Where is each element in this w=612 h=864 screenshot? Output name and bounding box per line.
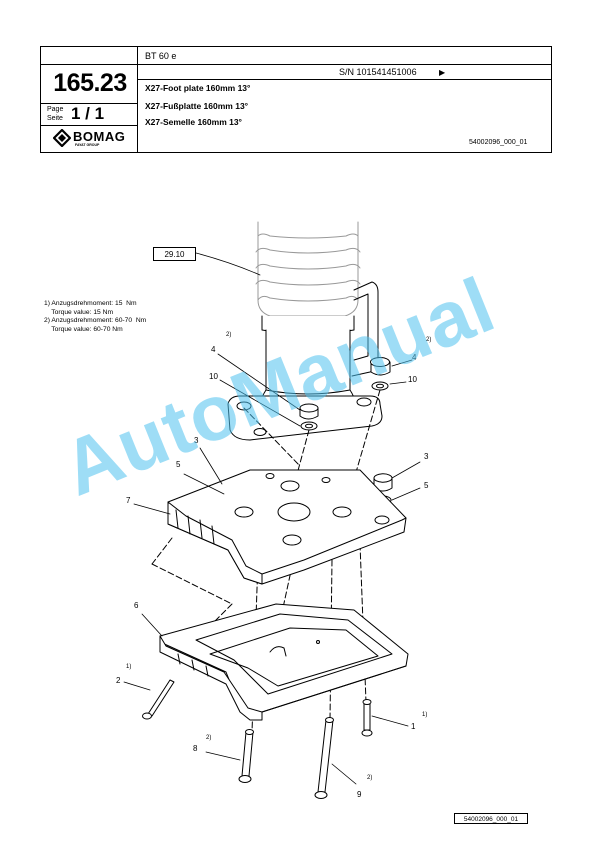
callout-1: 1 [411, 722, 416, 731]
note-line: 1) Anzugsdrehmoment: 15 Nm [44, 300, 137, 307]
page-count: 1 / 1 [71, 104, 105, 123]
note-line: Torque value: 60-70 Nm [44, 325, 123, 333]
arrow-right-icon: ▶ [439, 68, 446, 77]
base-plate-lower [159, 603, 409, 721]
callout-1-note: 1) [422, 712, 428, 718]
callout-4-right-note: 2) [426, 337, 432, 343]
bellows-housing [255, 221, 379, 405]
leader-lines [123, 252, 421, 785]
bolt-part-2 [142, 679, 175, 720]
callout-4-right: 4 [412, 353, 417, 362]
callout-4-left: 4 [211, 345, 216, 354]
bolt-part-1 [361, 699, 373, 737]
base-plate-upper [167, 469, 407, 585]
machine-model: BT 60 e [145, 51, 177, 61]
page-label-de: Seite [47, 115, 63, 122]
callout-9: 9 [357, 790, 362, 799]
note-line: 2) Anzugsdrehmoment: 60-70 Nm [44, 317, 147, 324]
page-info-panel: 165.23 Page Seite 1 / 1 BOMAG FAYAT GROU… [41, 47, 138, 152]
bolt-part-9 [314, 717, 334, 799]
divider [137, 64, 551, 65]
divider [41, 125, 137, 126]
brand-name: BOMAG [73, 129, 126, 144]
reference-box-29-10: 29.10 [153, 247, 196, 261]
document-number: 54002096_000_01 [469, 139, 528, 146]
serial-number: S/N 101541451006 [339, 67, 417, 77]
bolt-part-8 [238, 729, 254, 783]
footer-reference-box: 54002096_000_01 [454, 813, 528, 824]
callout-8: 8 [193, 744, 198, 753]
divider [41, 103, 137, 104]
title-french: X27-Semelle 160mm 13° [145, 117, 242, 127]
callout-8-note: 2) [206, 735, 212, 741]
header-block: 165.23 Page Seite 1 / 1 BOMAG FAYAT GROU… [40, 46, 552, 153]
callout-7: 7 [126, 496, 131, 505]
bomag-diamond-icon [53, 129, 71, 147]
callout-5-right: 5 [424, 481, 429, 490]
callout-2-note: 1) [126, 664, 132, 670]
title-english: X27-Foot plate 160mm 13° [145, 83, 251, 93]
callout-2: 2 [116, 676, 121, 685]
page-label-en: Page [47, 106, 64, 113]
callout-3-right: 3 [424, 452, 429, 461]
torque-notes: 1) Anzugsdrehmoment: 15 Nm Torque value:… [44, 300, 146, 334]
callout-5-left: 5 [176, 460, 181, 469]
nut-and-washer-top-left [299, 403, 319, 431]
callout-3-left: 3 [194, 436, 199, 445]
callout-6: 6 [134, 601, 139, 610]
callout-4-left-note: 2) [226, 332, 232, 338]
nut-and-washer-top-right [370, 357, 391, 391]
bomag-logo: BOMAG FAYAT GROUP [53, 129, 133, 149]
callout-9-note: 2) [367, 775, 373, 781]
page-number: 165.23 [53, 69, 127, 97]
divider [137, 79, 551, 80]
title-german: X27-Fußplatte 160mm 13° [145, 101, 249, 111]
callout-10-right: 10 [408, 375, 417, 384]
note-line: Torque value: 15 Nm [44, 308, 114, 316]
callout-10-left: 10 [209, 372, 218, 381]
divider [41, 64, 137, 65]
brand-subtitle: FAYAT GROUP [75, 143, 100, 147]
